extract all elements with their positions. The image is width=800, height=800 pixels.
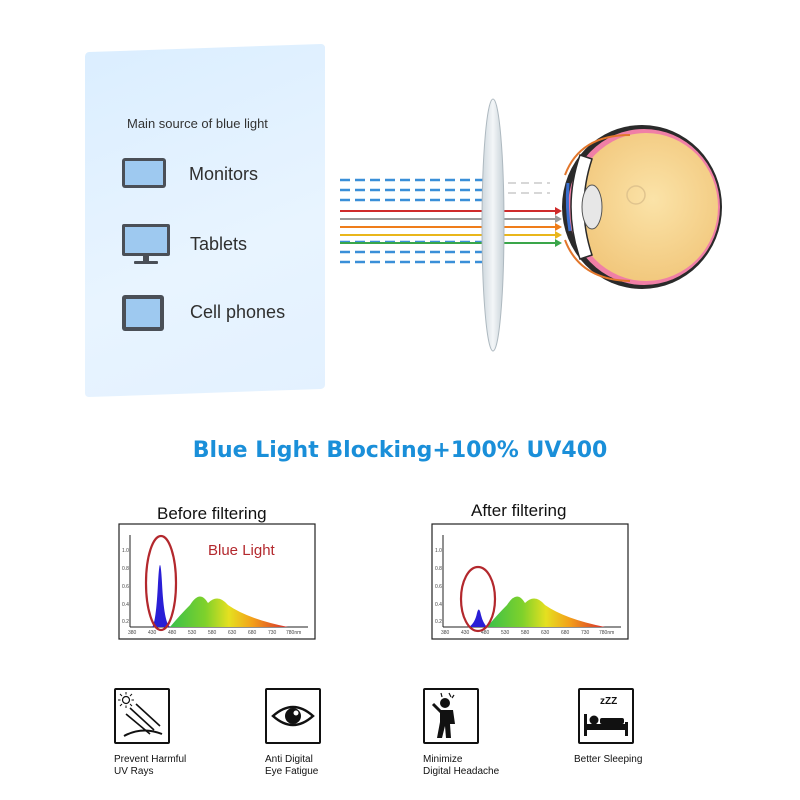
svg-text:780nm: 780nm [599,630,614,636]
svg-text:0.8: 0.8 [122,566,129,572]
svg-text:380: 380 [441,630,450,636]
svg-text:1.0: 1.0 [435,548,442,554]
before-x-ticks: 380 430 480 530 580 630 680 730 780nm [128,630,301,636]
lens [481,98,505,352]
tablets-label: Tablets [190,234,248,254]
svg-text:480: 480 [168,630,177,636]
svg-text:0.6: 0.6 [435,584,442,590]
light-filter-illustration [340,98,722,352]
svg-text:380: 380 [128,630,137,636]
uv-rays-icon [118,692,163,737]
svg-text:zZZ: zZZ [600,696,617,707]
before-y-ticks: 1.0 0.8 0.6 0.4 0.2 [122,548,129,625]
cell-phone-icon [122,295,164,331]
svg-text:730: 730 [581,630,590,636]
after-filtering-chart: 1.0 0.8 0.6 0.4 0.2 380 430 480 530 580 … [431,523,629,640]
eye-fatigue-box [265,688,321,744]
svg-text:0.4: 0.4 [435,602,442,608]
svg-text:780nm: 780nm [286,630,301,636]
after-blue-peak [469,609,487,627]
before-blue-peak [152,565,170,627]
monitors-label: Monitors [189,164,259,184]
after-x-ticks: 380 430 480 530 580 630 680 730 780nm [441,630,614,636]
svg-text:430: 430 [461,630,470,636]
after-filtering-title: After filtering [471,501,567,520]
svg-text:0.2: 0.2 [435,619,442,625]
headline: Blue Light Blocking+100% UV400 [192,438,608,463]
uv-rays-box [114,688,170,744]
sleeping-box: zZZ [578,688,634,744]
after-y-ticks: 1.0 0.8 0.6 0.4 0.2 [435,548,442,625]
svg-text:0.8: 0.8 [435,566,442,572]
tablet-icon [122,224,170,264]
eye-icon [271,705,315,727]
before-blue-light-circle [144,534,178,632]
cell-phones-label: Cell phones [190,302,286,322]
svg-text:0.4: 0.4 [122,602,129,608]
svg-text:680: 680 [561,630,570,636]
monitor-icon [122,158,166,188]
svg-text:480: 480 [481,630,490,636]
svg-text:530: 530 [501,630,510,636]
blue-light-rays [340,178,490,264]
eye-diagram [562,125,722,289]
svg-text:680: 680 [248,630,257,636]
after-visible-spectrum [487,596,605,627]
svg-text:0.6: 0.6 [122,584,129,590]
svg-text:630: 630 [228,630,237,636]
before-visible-spectrum [170,596,288,627]
sleeping-icon: zZZ [584,696,628,736]
svg-text:580: 580 [208,630,217,636]
svg-text:0.2: 0.2 [122,619,129,625]
svg-text:530: 530 [188,630,197,636]
before-filtering-chart: 1.0 0.8 0.6 0.4 0.2 380 430 480 530 580 … [118,523,316,640]
headache-icon [431,692,455,738]
before-blue-light-annotation: Blue Light [208,542,276,559]
sleeping-label: Better Sleeping [574,754,643,765]
svg-text:430: 430 [148,630,157,636]
svg-text:630: 630 [541,630,550,636]
after-blue-light-circle [459,565,497,633]
svg-text:1.0: 1.0 [122,548,129,554]
visible-light-rays [340,207,562,247]
svg-text:580: 580 [521,630,530,636]
sources-title: Main source of blue light [127,116,268,131]
svg-text:730: 730 [268,630,277,636]
headache-box [423,688,479,744]
blue-light-sources-panel [85,43,325,398]
before-filtering-title: Before filtering [157,504,267,523]
